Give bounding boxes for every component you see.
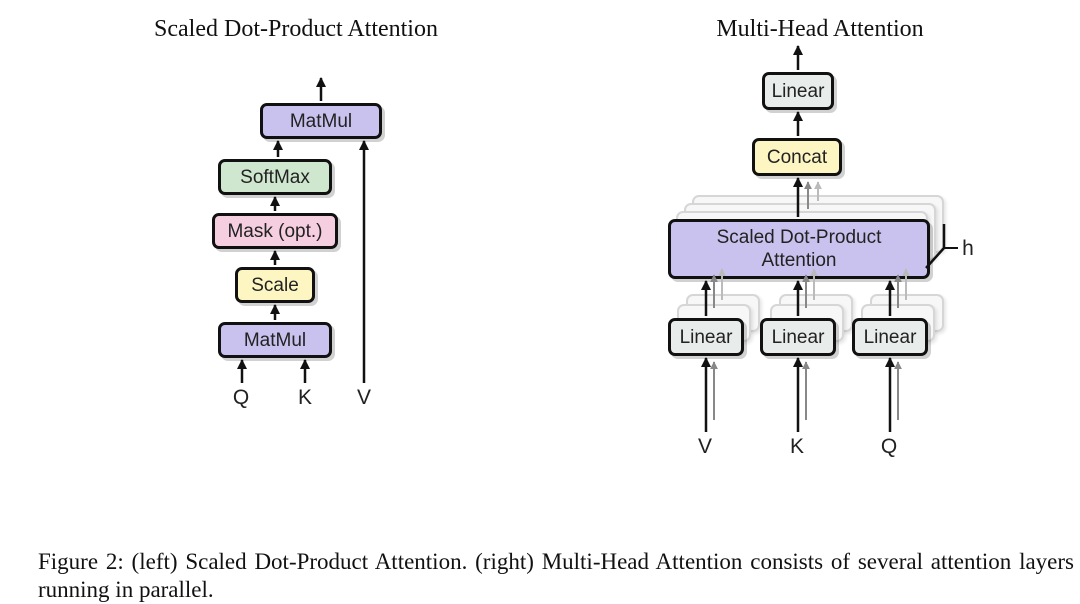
input-k-label: K	[297, 386, 312, 409]
input-q-label: Q	[880, 435, 898, 458]
input-q-label: Q	[232, 386, 250, 409]
right-diagram-title: Multi-Head Attention	[716, 16, 924, 42]
linear-top-block: Linear	[762, 72, 834, 110]
scale-block: Scale	[235, 267, 315, 303]
matmul-bottom-block: MatMul	[218, 322, 332, 358]
heads-bracket	[925, 224, 946, 269]
left-diagram-title: Scaled Dot-Product Attention	[154, 16, 438, 42]
input-v-label: V	[356, 386, 371, 409]
heads-count-label: h	[962, 237, 974, 260]
linear-q-block: Linear	[852, 318, 928, 356]
attention-block: Scaled Dot-Product Attention	[668, 219, 930, 279]
figure-caption: Figure 2: (left) Scaled Dot-Product Atte…	[38, 549, 1074, 602]
linear-v-block: Linear	[668, 318, 744, 356]
linear-k-block: Linear	[760, 318, 836, 356]
mask-block: Mask (opt.)	[212, 213, 338, 249]
concat-block: Concat	[752, 138, 842, 176]
softmax-block: SoftMax	[218, 159, 332, 195]
matmul-top-block: MatMul	[260, 103, 382, 139]
input-v-label: V	[697, 435, 712, 458]
input-k-label: K	[789, 435, 804, 458]
